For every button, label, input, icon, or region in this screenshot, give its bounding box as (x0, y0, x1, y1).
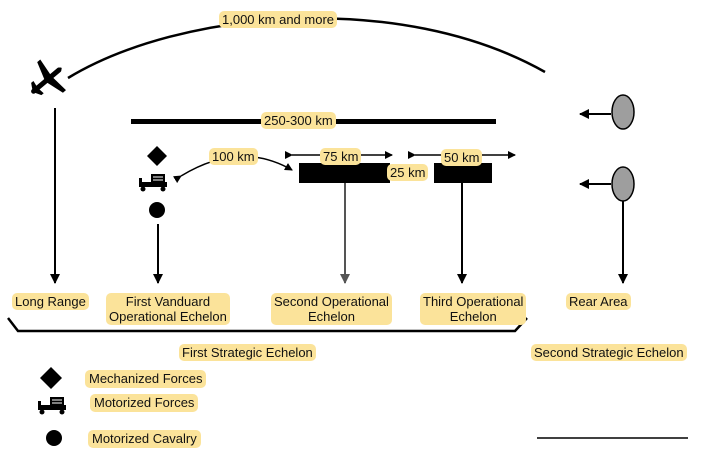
circle-icon (149, 202, 165, 218)
truck-icon (139, 174, 167, 192)
second-width-label: 75 km (320, 148, 362, 165)
echelon-label-long-range: Long Range (12, 293, 89, 310)
overall-distance-label: 1,000 km and more (219, 11, 338, 28)
legend-truck-icon (38, 397, 66, 415)
second-echelon-bar (299, 163, 390, 183)
second-strategic-label: Second Strategic Echelon (531, 344, 687, 361)
first-strategic-label: First Strategic Echelon (179, 344, 316, 361)
rear-ellipse-top (611, 94, 635, 130)
airplane-icon (31, 59, 66, 96)
inter-echelon-gap-label: 25 km (387, 164, 429, 181)
legend-label-motorized: Motorized Forces (90, 394, 199, 412)
legend-label-mechanized: Mechanized Forces (85, 370, 207, 388)
rear-ellipse-bottom (611, 166, 635, 202)
legend-circle-icon (46, 430, 62, 446)
diamond-icon (147, 146, 167, 166)
legend-label-cavalry: Motorized Cavalry (88, 430, 201, 448)
legend-diamond-icon (40, 367, 62, 389)
main-bar-distance-label: 250-300 km (261, 112, 336, 129)
vanguard-gap-label: 100 km (209, 148, 258, 165)
third-echelon-bar (434, 163, 492, 183)
third-width-label: 50 km (441, 149, 483, 166)
echelon-label-rear-area: Rear Area (566, 293, 631, 310)
